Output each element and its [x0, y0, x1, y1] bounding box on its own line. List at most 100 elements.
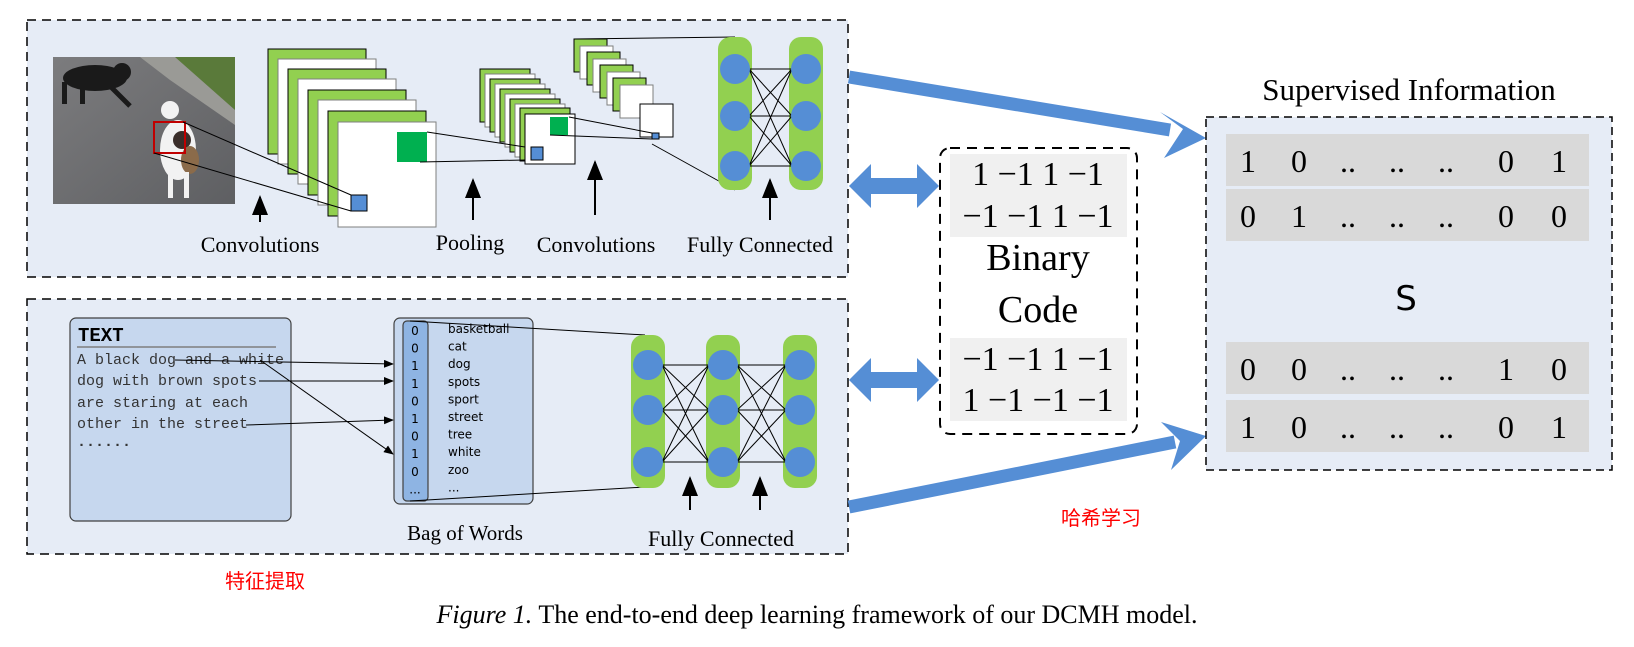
neuron-node: [791, 54, 821, 84]
matrix-cell: 0: [1291, 143, 1307, 179]
image-module-panel: Convolutions Pooling Convolutions Fully …: [26, 19, 849, 278]
bow-word: basketball: [448, 322, 509, 336]
matrix-row: [1226, 134, 1589, 186]
bow-bit: 0: [411, 324, 419, 338]
neuron-node: [785, 447, 815, 477]
matrix-cell: ..: [1389, 143, 1405, 179]
bow-word: cat: [448, 340, 467, 354]
figure-caption-prefix: Figure 1.: [436, 600, 533, 629]
matrix-cell: ..: [1438, 143, 1454, 179]
binary-code-label-line1: Binary: [986, 237, 1089, 279]
bow-bit: 0: [411, 394, 419, 408]
bow-bit: 0: [411, 430, 419, 444]
matrix-row: [1226, 189, 1589, 241]
pooling-feature-maps: [479, 68, 576, 165]
fc-connection: [661, 364, 710, 463]
matrix-cell: 1: [1240, 409, 1256, 445]
matrix-cell: ..: [1389, 198, 1405, 234]
matrix-cell: 0: [1291, 351, 1307, 387]
bow-bit: 1: [411, 412, 419, 426]
neuron-node: [708, 395, 738, 425]
stage-label-pooling: Pooling: [436, 230, 504, 255]
receptive-field-box: [153, 121, 186, 154]
matrix-cell: ..: [1389, 409, 1405, 445]
binary-code-label-line2: Code: [998, 289, 1078, 331]
receptive-line: [153, 152, 352, 212]
matrix-cell: 0: [1551, 198, 1567, 234]
neuron-node: [708, 447, 738, 477]
binary-code-row: −1 −1 1 −1: [962, 341, 1113, 378]
neuron-node: [633, 350, 663, 380]
matrix-cell: ..: [1340, 351, 1356, 387]
fc-projection-line: [573, 36, 736, 40]
fc-connection: [661, 364, 710, 411]
matrix-cell: ..: [1340, 198, 1356, 234]
bow-word: spots: [448, 375, 480, 389]
fc-connection: [748, 68, 793, 117]
text-module-panel: TEXT A black dog and a white dog with br…: [26, 298, 849, 555]
bow-word: ...: [448, 480, 459, 494]
matrix-cell: ..: [1438, 198, 1454, 234]
conv2-line: [549, 134, 653, 140]
matrix-cell: ..: [1340, 143, 1356, 179]
fc-connection: [736, 364, 787, 463]
pool-line: [419, 159, 526, 163]
bow-bit: 0: [411, 465, 419, 479]
matrix-cell: ..: [1389, 351, 1405, 387]
matrix-cell: 1: [1291, 198, 1307, 234]
bow-bit: 1: [411, 377, 419, 391]
matrix-row: [1226, 400, 1589, 452]
word-mapping-arrow: [259, 359, 394, 455]
arrow-to-supervised-top: [847, 70, 1206, 158]
fc-connection: [748, 68, 793, 167]
matrix-cell: 0: [1551, 351, 1567, 387]
bow-bit: 1: [411, 359, 419, 373]
text-line: are staring at each: [77, 395, 248, 412]
neuron-node: [720, 101, 750, 131]
stage-label-convolutions-1: Convolutions: [201, 232, 320, 257]
fc-connection: [736, 409, 787, 463]
matrix-symbol-s: S: [1395, 279, 1417, 319]
neuron-node: [720, 54, 750, 84]
binary-code-row: 1 −1 1 −1: [972, 156, 1104, 193]
neuron-node: [720, 151, 750, 181]
text-input-box: [69, 317, 292, 522]
binary-code-row: −1 −1 1 −1: [962, 198, 1113, 235]
matrix-cell: 0: [1240, 351, 1256, 387]
stage-label-fully-connected: Fully Connected: [687, 232, 833, 257]
double-arrow-icon: [849, 164, 939, 208]
matrix-cell: 0: [1498, 198, 1514, 234]
bow-word: white: [448, 445, 481, 459]
matrix-cell: 1: [1551, 409, 1567, 445]
neuron-node: [633, 447, 663, 477]
bow-word: sport: [448, 392, 479, 406]
bag-of-words-label: Bag of Words: [407, 521, 523, 545]
matrix-cell: ..: [1340, 409, 1356, 445]
figure-caption: Figure 1. The end-to-end deep learning f…: [0, 600, 1634, 630]
neuron-node: [791, 101, 821, 131]
bow-projection-line: [409, 486, 646, 502]
stage-label-convolutions-2: Convolutions: [537, 232, 656, 257]
bow-bit: ...: [409, 482, 420, 496]
word-mapping-arrow: [174, 359, 394, 368]
bow-word: zoo: [448, 463, 469, 477]
matrix-cell: 1: [1240, 143, 1256, 179]
text-fc-label: Fully Connected: [648, 526, 794, 551]
text-line: dog with brown spots: [77, 373, 257, 390]
fc-connection: [748, 115, 793, 167]
matrix-cell: 0: [1291, 409, 1307, 445]
conv2-feature-maps: [573, 38, 674, 140]
bow-bit: 0: [411, 342, 419, 356]
supervised-title: Supervised Information: [1262, 72, 1556, 107]
pool-line: [426, 131, 526, 148]
receptive-line: [182, 121, 352, 196]
matrix-cell: 0: [1498, 143, 1514, 179]
figure-caption-text: The end-to-end deep learning framework o…: [532, 600, 1198, 629]
double-arrow-icon: [849, 358, 939, 402]
neuron-node: [791, 151, 821, 181]
matrix-cell: 1: [1498, 351, 1514, 387]
